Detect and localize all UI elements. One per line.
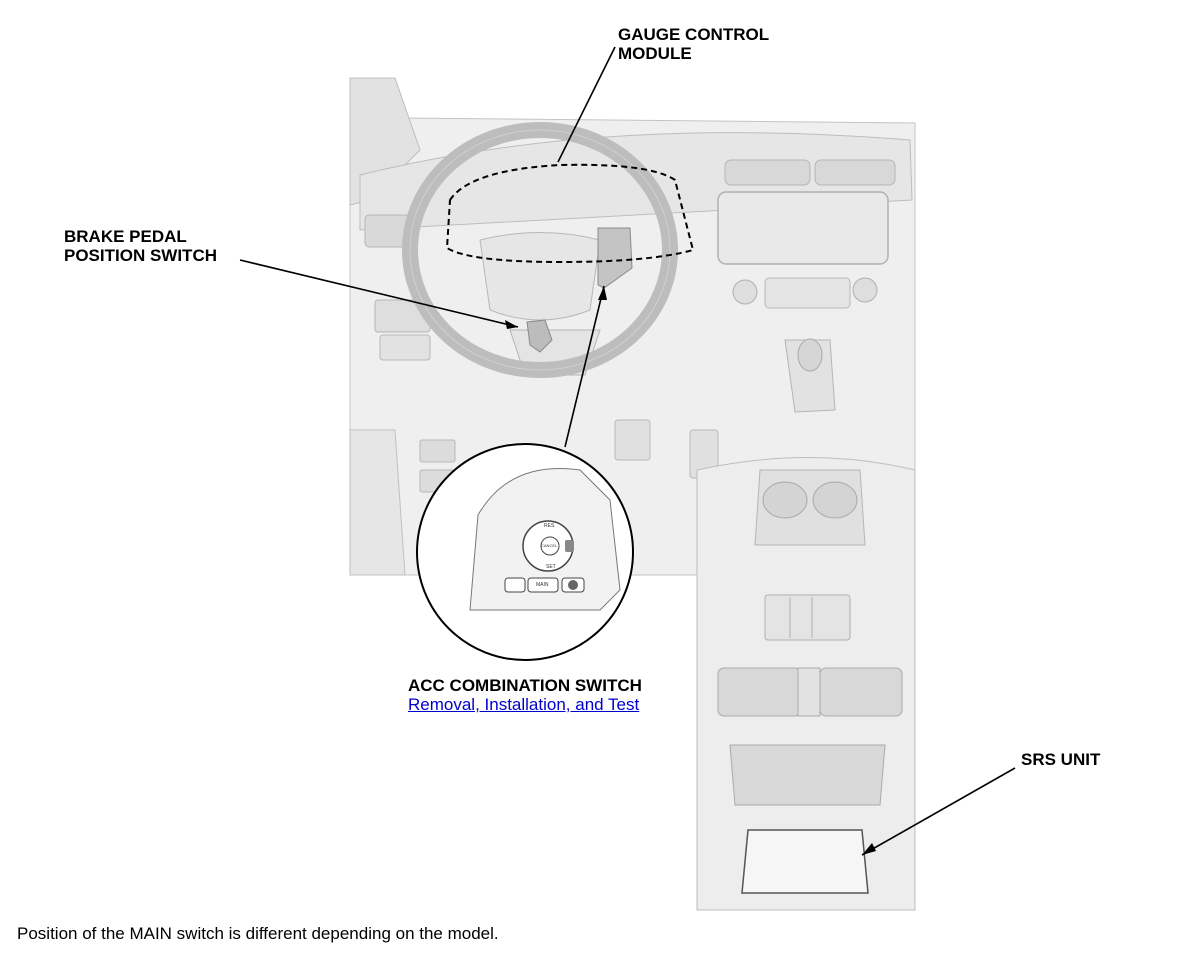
gauge-leader: [557, 46, 616, 163]
gauge-label-line1: GAUGE CONTROL: [618, 25, 770, 44]
footnote: Position of the MAIN switch is different…: [17, 924, 499, 943]
center-vent-left: [724, 159, 811, 186]
acc-switch-block: [597, 227, 633, 289]
brake-switch-mark: [526, 319, 553, 353]
srs-leader: [861, 767, 1016, 856]
rear-vent-right: [819, 667, 903, 717]
gauge-module-outline: [445, 163, 695, 264]
srs-unit-box: [741, 829, 869, 894]
brake-pedal: [614, 419, 651, 461]
set-button-label: SET: [546, 564, 556, 570]
door-panel: [349, 429, 406, 576]
left-knob: [732, 279, 758, 305]
acc-combination-switch-label: ACC COMBINATION SWITCH: [408, 676, 642, 695]
rear-vent-left: [717, 667, 801, 717]
console-switches: [764, 594, 851, 641]
gauge-label-line2: MODULE: [618, 44, 692, 63]
acc-leader: [564, 285, 605, 448]
main-button-label: MAIN: [536, 582, 549, 588]
climate-panel: [764, 277, 851, 309]
brake-leader: [239, 259, 519, 328]
brake-label-line1: BRAKE PEDAL: [64, 227, 187, 246]
center-vent-right: [814, 159, 896, 186]
srs-unit-label: SRS UNIT: [1021, 750, 1101, 769]
brake-label-line2: POSITION SWITCH: [64, 246, 217, 265]
acc-removal-link[interactable]: Removal, Installation, and Test: [408, 695, 640, 714]
res-button-label: RES: [544, 523, 555, 529]
main-button: [527, 577, 559, 593]
steering-hub: [479, 232, 601, 321]
gauge-control-module-label: GAUGE CONTROL MODULE: [618, 25, 769, 63]
center-display: [717, 191, 889, 265]
right-knob: [852, 277, 878, 303]
rear-storage: [729, 744, 886, 806]
brake-pedal-switch-label: BRAKE PEDAL POSITION SWITCH: [64, 227, 217, 265]
cancel-button-label: CANCEL: [541, 543, 558, 548]
